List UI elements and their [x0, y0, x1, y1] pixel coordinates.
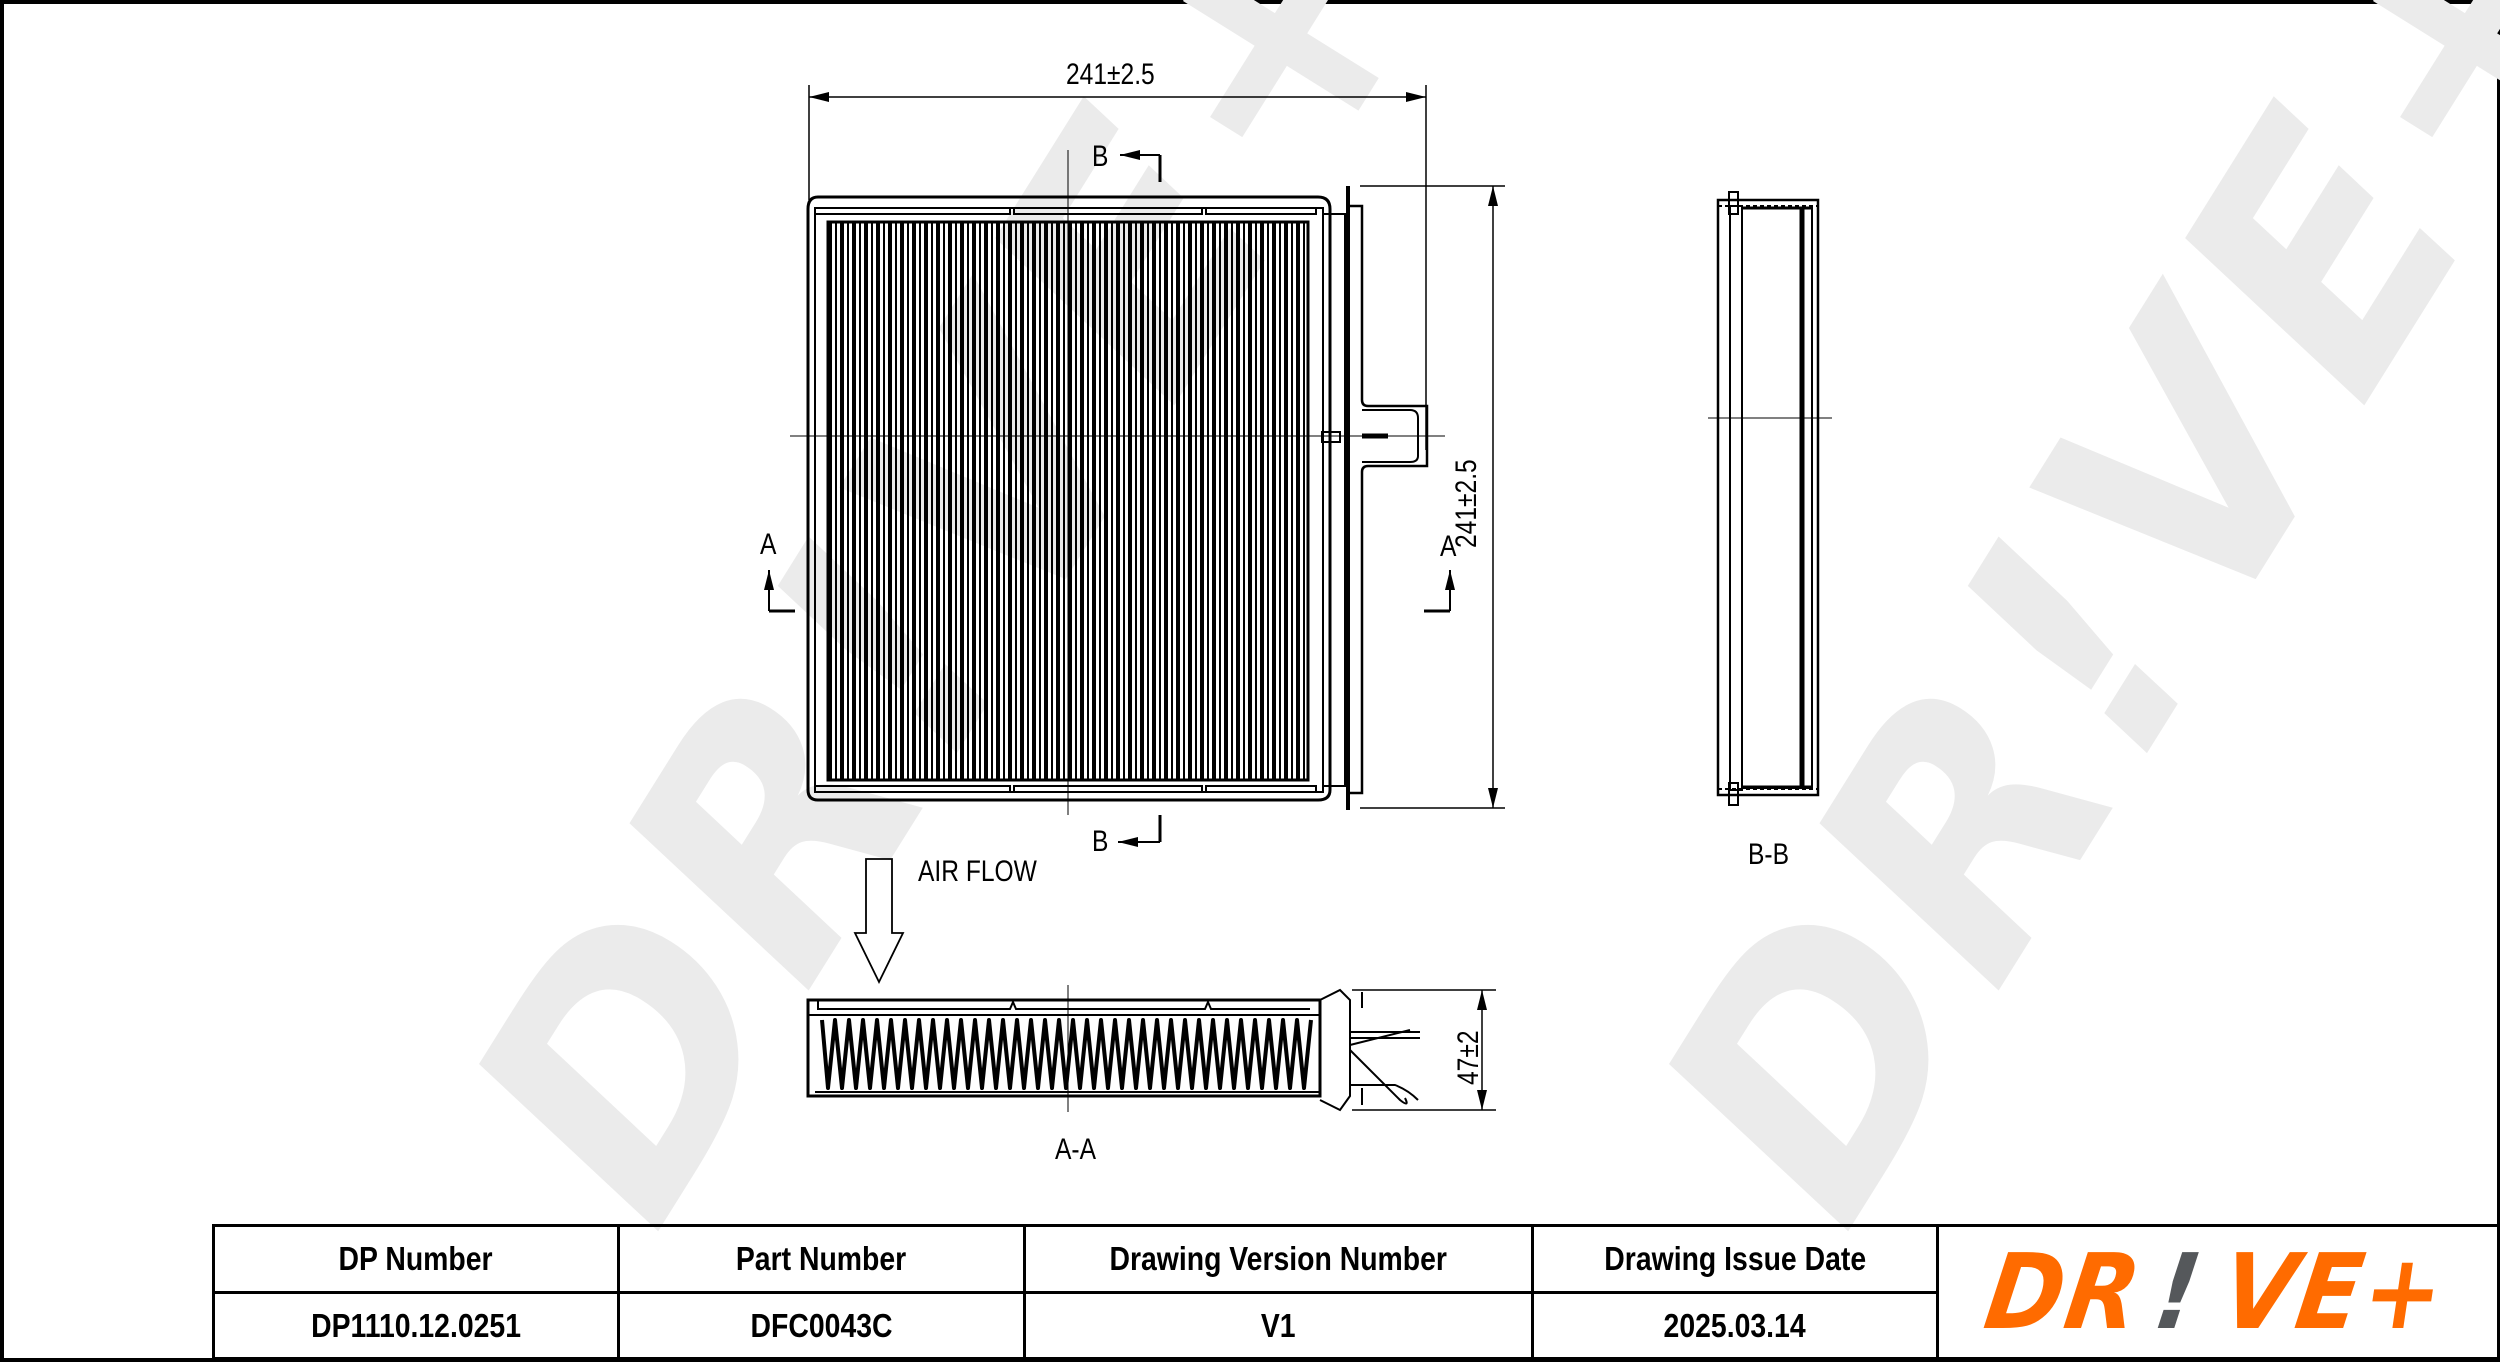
- title-block: DP Number Part Number Drawing Version Nu…: [212, 1224, 2498, 1360]
- header-dp-number: DP Number: [215, 1227, 620, 1294]
- section-bb-view: [1708, 191, 1832, 806]
- depth-dimension-label: 47±2: [1452, 1030, 1485, 1085]
- width-dimension-label: 241±2.5: [1066, 58, 1155, 91]
- section-marker-a-right: [1424, 570, 1455, 613]
- section-marker-b-top: [1120, 150, 1162, 182]
- width-dimension: [808, 85, 1427, 450]
- section-marker-b-bottom: [1118, 815, 1162, 847]
- value-issue-date: 2025.03.14: [1534, 1294, 1939, 1360]
- logo-part-dr: DR: [1978, 1231, 2151, 1353]
- filter-front-view: [790, 150, 1505, 815]
- air-flow-arrow-icon: [853, 858, 905, 985]
- brand-logo: DR!VE+: [1939, 1227, 2498, 1360]
- logo-part-ve: VE+: [2214, 1231, 2454, 1353]
- value-part-number: DFC0043C: [620, 1294, 1026, 1360]
- section-aa-view: [806, 985, 1496, 1112]
- section-a-right-label: A: [1440, 530, 1457, 563]
- value-drawing-version: V1: [1026, 1294, 1534, 1360]
- section-aa-label: A-A: [1055, 1133, 1097, 1166]
- header-issue-date: Drawing Issue Date: [1534, 1227, 1939, 1294]
- section-marker-a-left: [764, 570, 795, 613]
- section-a-left-label: A: [760, 528, 777, 561]
- header-part-number: Part Number: [620, 1227, 1026, 1294]
- section-b-bottom-label: B: [1092, 825, 1109, 858]
- section-bb-label: B-B: [1748, 838, 1790, 871]
- air-flow-label: AIR FLOW: [918, 855, 1037, 888]
- logo-part-bang: !: [2148, 1231, 2211, 1353]
- section-b-top-label: B: [1092, 140, 1109, 173]
- value-dp-number: DP1110.12.0251: [215, 1294, 620, 1360]
- header-drawing-version: Drawing Version Number: [1026, 1227, 1534, 1294]
